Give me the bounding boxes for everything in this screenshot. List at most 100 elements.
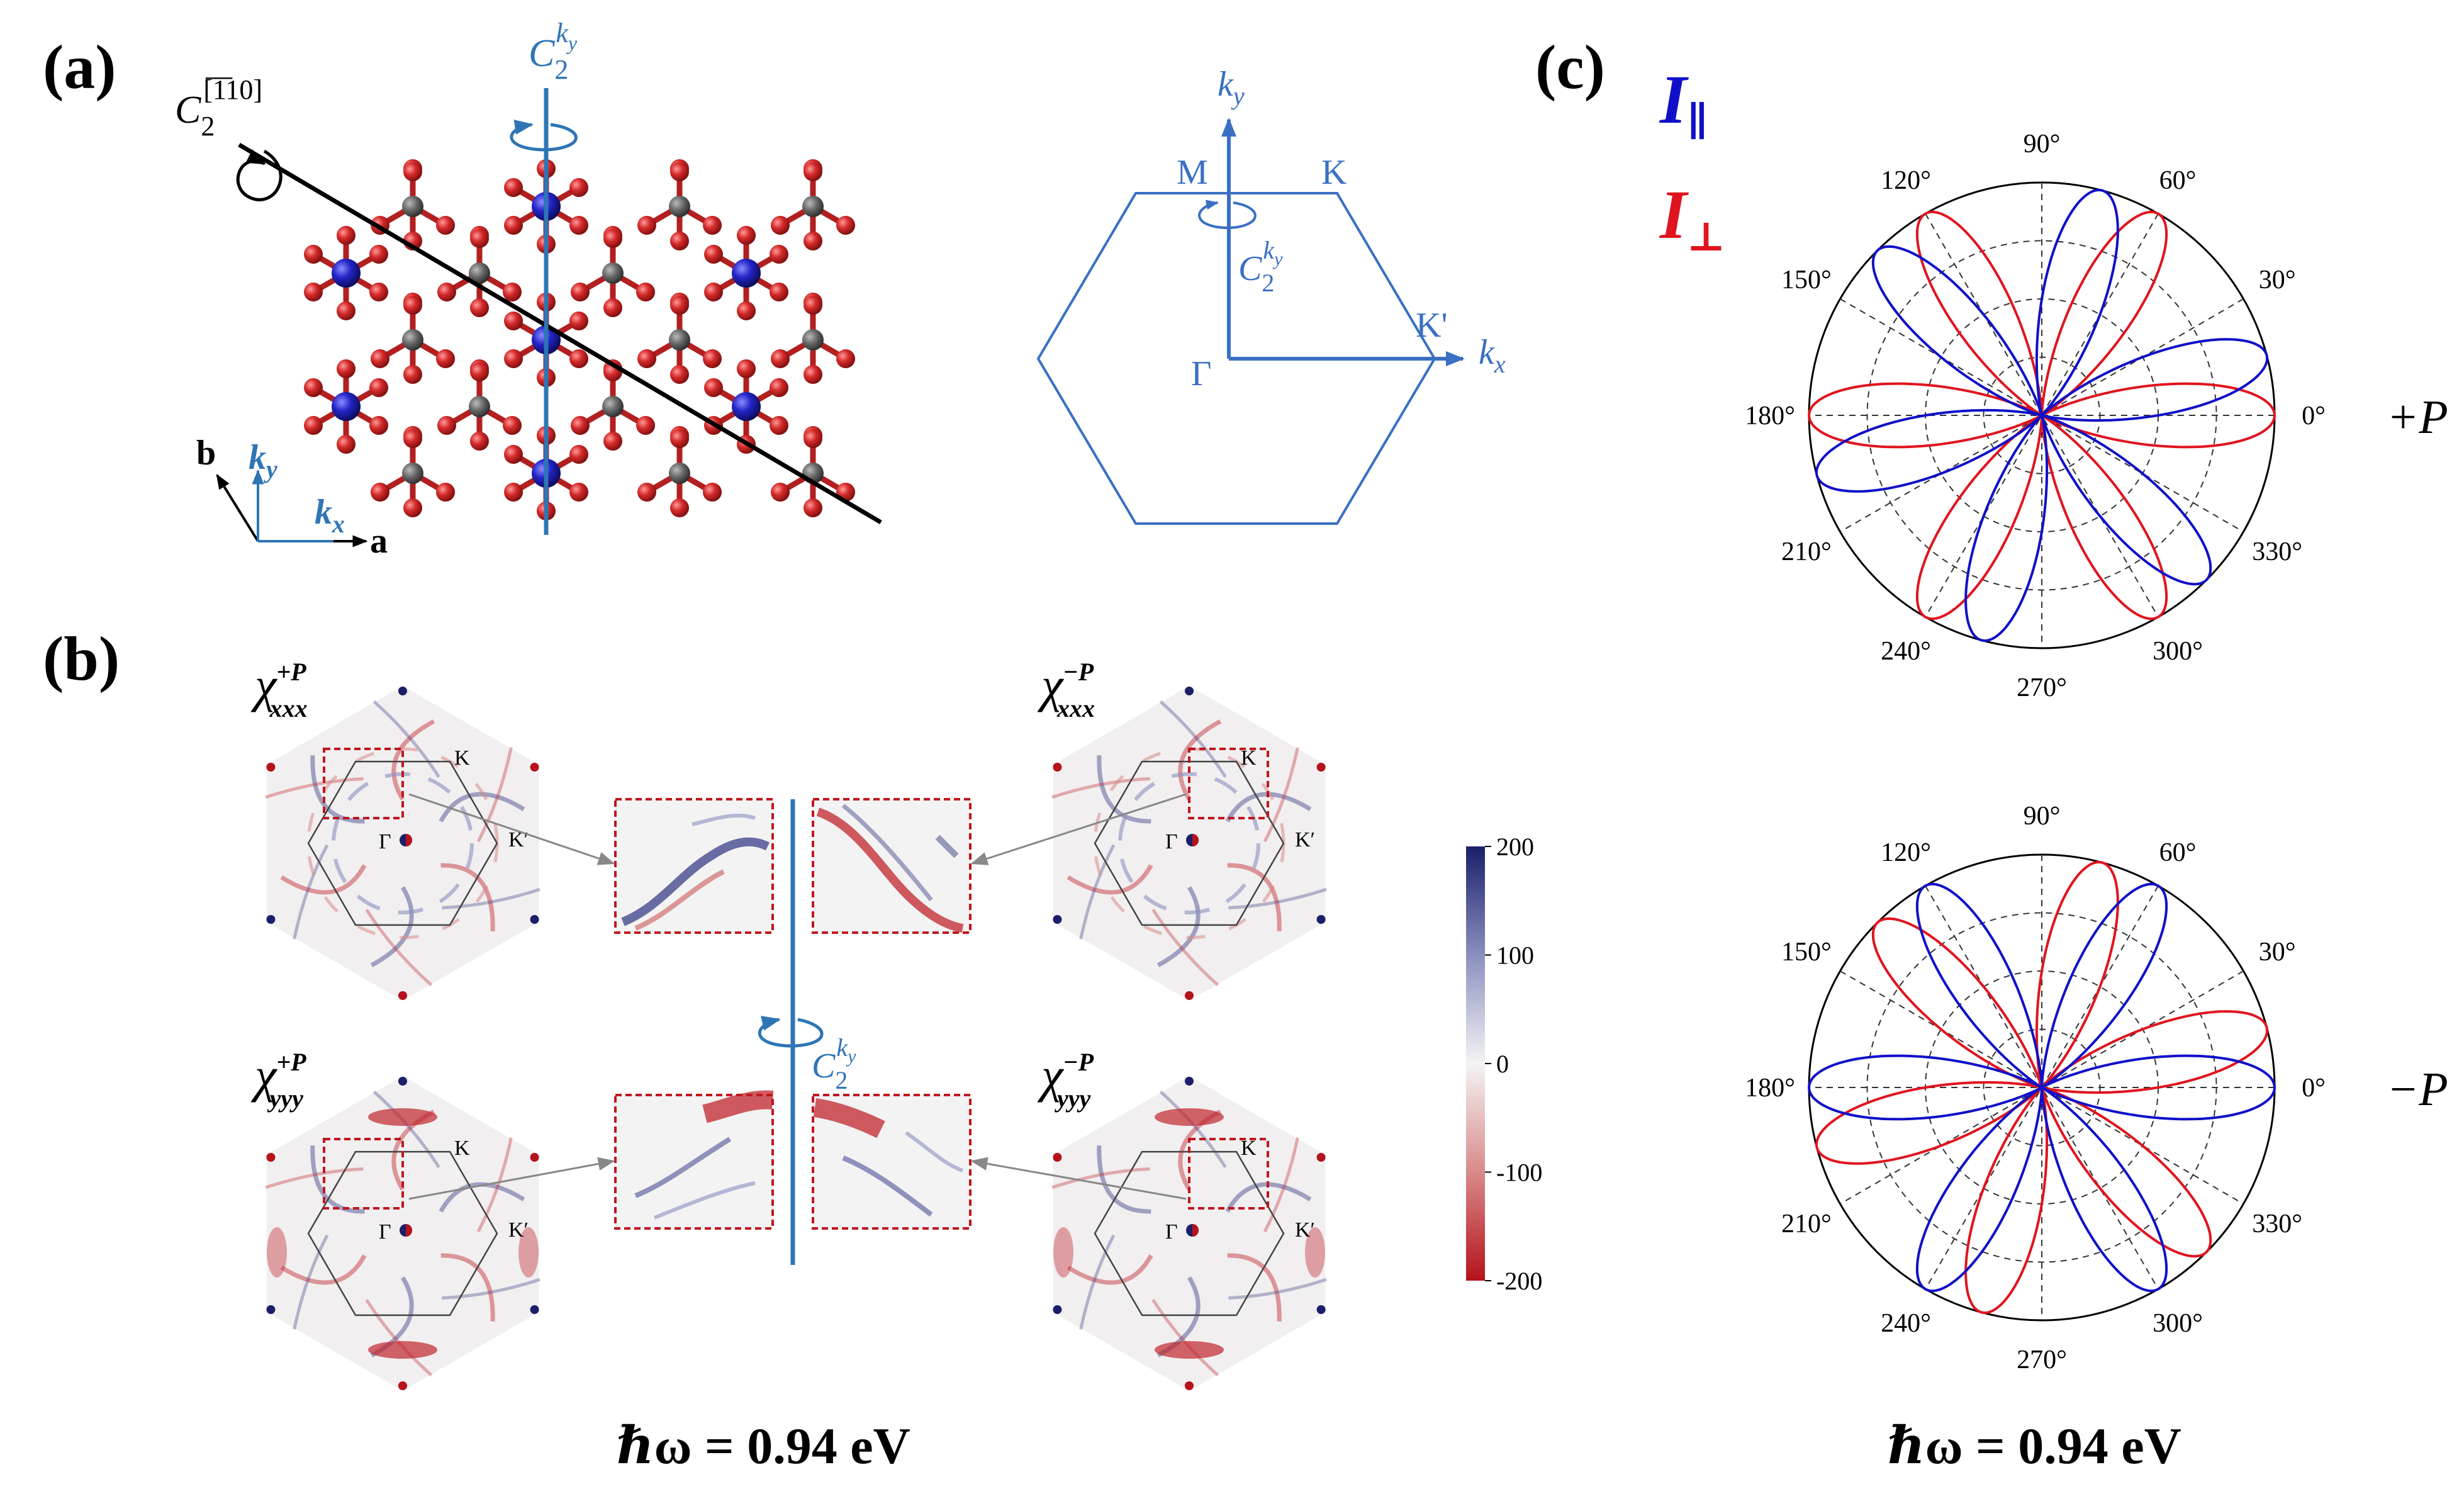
oxygen-atom (504, 178, 523, 197)
angle-label: 300° (2153, 637, 2203, 666)
par-curve (1815, 189, 2268, 642)
panel-label-b: (b) (43, 624, 120, 694)
oxygen-atom (569, 312, 588, 330)
bz-c2ky-label: C2ky (1238, 236, 1283, 297)
chi-map: KK′Γ (265, 1076, 540, 1391)
oxygen-atom (670, 498, 689, 517)
hex-K-label: K (1241, 746, 1257, 770)
hex-Kp-label: K′ (1295, 828, 1315, 851)
hex-K-label: K (454, 746, 470, 770)
gray-atom (469, 262, 490, 284)
axis-a-label: a (370, 522, 388, 561)
gray-atom (469, 396, 490, 417)
oxygen-atom (436, 216, 455, 235)
gray-atom (402, 463, 423, 484)
c2-110-rotation-arrow (236, 149, 283, 201)
gray-atom (669, 329, 690, 351)
oxygen-atom (636, 283, 655, 301)
oxygen-atom (371, 349, 389, 368)
polar-tag: −P (2387, 1063, 2448, 1116)
gray-atom (802, 329, 824, 351)
zoom-inset-xxx-plus (614, 798, 774, 934)
bz-K-label: K (1321, 153, 1347, 192)
oxygen-atom (337, 435, 356, 454)
c2-ky-rotation-arrow (510, 120, 578, 152)
oxygen-atom (603, 229, 622, 248)
oxygen-atom (836, 216, 855, 235)
oxygen-atom (437, 283, 456, 301)
hex-Gamma-label: Γ (1165, 830, 1178, 853)
oxygen-atom (304, 245, 323, 264)
gray-atom (669, 196, 690, 217)
par-curve (1807, 882, 2276, 1293)
c2-ky-label-b: C2ky (812, 1033, 856, 1094)
oxygen-atom (369, 378, 388, 397)
zoom-inset-yyy-minus (812, 1094, 972, 1230)
hex-K-label: K (454, 1137, 470, 1160)
hex-Gamma-label: Γ (379, 1220, 391, 1244)
oxygen-atom (337, 226, 356, 245)
angle-label: 300° (2153, 1309, 2203, 1338)
oxygen-atom (703, 216, 722, 235)
oxygen-atom (569, 349, 588, 368)
oxygen-atom (771, 483, 790, 502)
colorbar-tick: 200 (1496, 833, 1534, 861)
oxygen-atom (603, 298, 622, 317)
chi-map: KK′Γ (1051, 1076, 1327, 1391)
legend-par: I∥ (1659, 61, 1708, 144)
oxygen-atom (804, 296, 822, 315)
oxygen-atom (470, 298, 489, 317)
panel-label-a: (a) (43, 32, 116, 102)
oxygen-atom (704, 378, 723, 397)
oxygen-atom (403, 162, 422, 181)
angle-label: 240° (1881, 637, 1931, 666)
oxygen-atom (670, 162, 689, 181)
oxygen-atom (569, 216, 588, 235)
angle-label: 120° (1881, 166, 1931, 195)
oxygen-atom (470, 229, 489, 248)
zoom-arrow-2 (970, 793, 1187, 865)
oxygen-atom (637, 216, 656, 235)
angle-label: 240° (1881, 1309, 1931, 1338)
energy-label-c: ℏω = 0.94 eV (1888, 1417, 2181, 1474)
oxygen-atom (470, 362, 489, 381)
oxygen-atom (637, 483, 656, 502)
angle-label: 330° (2252, 537, 2302, 566)
angle-label: 60° (2159, 838, 2197, 867)
axis-ky-label: ky (249, 438, 277, 483)
c2-ky-rotation-arrow-b (758, 1016, 824, 1048)
gray-atom (802, 196, 824, 217)
oxygen-atom (670, 296, 689, 315)
metal-atom (732, 392, 761, 421)
oxygen-atom (403, 498, 422, 517)
gray-atom (402, 196, 423, 217)
c2-ky-label: C2ky (529, 18, 578, 85)
angle-label: 330° (2252, 1210, 2302, 1239)
angle-label: 210° (1781, 1210, 1832, 1239)
zoom-arrow-4 (970, 1157, 1187, 1200)
oxygen-atom (670, 429, 689, 448)
angle-label: 180° (1745, 1074, 1795, 1103)
oxygen-atom (737, 301, 756, 320)
zoom-arrow-3 (408, 1157, 615, 1200)
angle-label: 0° (2302, 402, 2326, 430)
gray-atom (602, 396, 624, 417)
gray-atom (669, 463, 690, 484)
hex-Gamma-label: Γ (1165, 1220, 1178, 1244)
perp-curve (1815, 861, 2268, 1314)
oxygen-atom (571, 416, 590, 435)
oxygen-atom (504, 483, 523, 502)
hex-Gamma-label: Γ (379, 830, 391, 853)
hex-Kp-label: K′ (1295, 1218, 1315, 1242)
angle-label: 60° (2159, 166, 2197, 195)
angle-label: 0° (2302, 1074, 2326, 1103)
oxygen-atom (369, 416, 388, 435)
oxygen-atom (704, 245, 723, 264)
oxygen-atom (369, 245, 388, 264)
oxygen-atom (704, 283, 723, 301)
oxygen-atom (504, 312, 523, 330)
oxygen-atom (804, 162, 822, 181)
